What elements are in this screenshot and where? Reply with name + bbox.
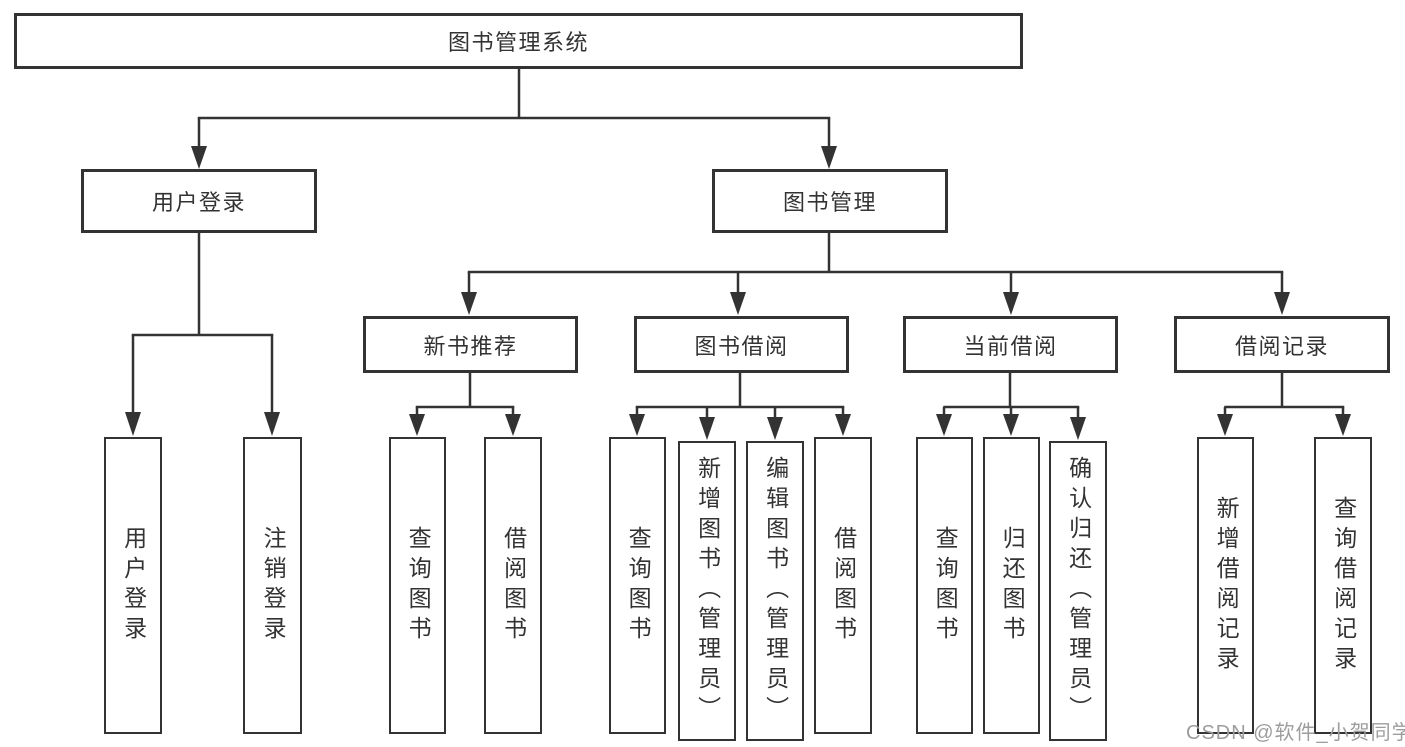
node-logout-label: 注销登录 xyxy=(260,525,287,646)
node-logout: 注销登录 xyxy=(243,437,302,734)
node-current-query-books-label: 查询图书 xyxy=(932,525,959,646)
node-return-books-label: 归还图书 xyxy=(999,525,1026,646)
node-book-management-branch-label: 图书管理 xyxy=(782,190,877,215)
node-return-books: 归还图书 xyxy=(983,437,1040,734)
node-add-borrow-record: 新增借阅记录 xyxy=(1197,437,1254,734)
node-query-borrow-record: 查询借阅记录 xyxy=(1314,437,1372,734)
node-borrow-query-books: 查询图书 xyxy=(609,437,666,734)
node-user-login: 用户登录 xyxy=(104,437,162,734)
node-recommend-query-books-label: 查询图书 xyxy=(405,525,432,646)
node-add-borrow-record-label: 新增借阅记录 xyxy=(1213,495,1240,676)
node-recommend-borrow-books: 借阅图书 xyxy=(484,437,542,734)
node-library-system-label: 图书管理系统 xyxy=(447,30,589,55)
node-current-query-books: 查询图书 xyxy=(916,437,973,734)
node-confirm-return-admin-label: 确认归还（管理员） xyxy=(1065,456,1092,726)
node-borrow-borrow-books: 借阅图书 xyxy=(814,437,872,734)
node-borrow-records-label: 借阅记录 xyxy=(1234,333,1329,359)
node-current-borrow-label: 当前借阅 xyxy=(963,333,1058,359)
node-recommend-query-books: 查询图书 xyxy=(389,437,446,734)
node-edit-book-admin-label: 编辑图书（管理员） xyxy=(762,456,789,726)
node-add-book-admin-label: 新增图书（管理员） xyxy=(694,456,721,726)
node-borrow-query-books-label: 查询图书 xyxy=(625,525,652,646)
node-confirm-return-admin: 确认归还（管理员） xyxy=(1049,441,1107,741)
node-user-login-branch: 用户登录 xyxy=(81,169,317,233)
node-user-login-branch-label: 用户登录 xyxy=(151,190,246,215)
node-borrow-borrow-books-label: 借阅图书 xyxy=(830,525,857,646)
node-query-borrow-record-label: 查询借阅记录 xyxy=(1330,495,1357,676)
csdn-watermark: CSDN @软件_小贺同学 xyxy=(1186,722,1405,744)
node-add-book-admin: 新增图书（管理员） xyxy=(678,441,736,741)
node-current-borrow: 当前借阅 xyxy=(903,316,1118,373)
node-new-book-recommend: 新书推荐 xyxy=(363,316,578,373)
node-library-system: 图书管理系统 xyxy=(14,13,1023,69)
node-book-borrow: 图书借阅 xyxy=(634,316,849,373)
node-user-login-label: 用户登录 xyxy=(120,525,147,646)
node-edit-book-admin: 编辑图书（管理员） xyxy=(746,441,804,741)
node-borrow-records: 借阅记录 xyxy=(1174,316,1390,373)
node-new-book-recommend-label: 新书推荐 xyxy=(423,333,518,359)
node-recommend-borrow-books-label: 借阅图书 xyxy=(500,525,527,646)
node-book-management-branch: 图书管理 xyxy=(712,169,948,233)
arrowheads xyxy=(125,146,1351,440)
node-book-borrow-label: 图书借阅 xyxy=(694,333,789,359)
